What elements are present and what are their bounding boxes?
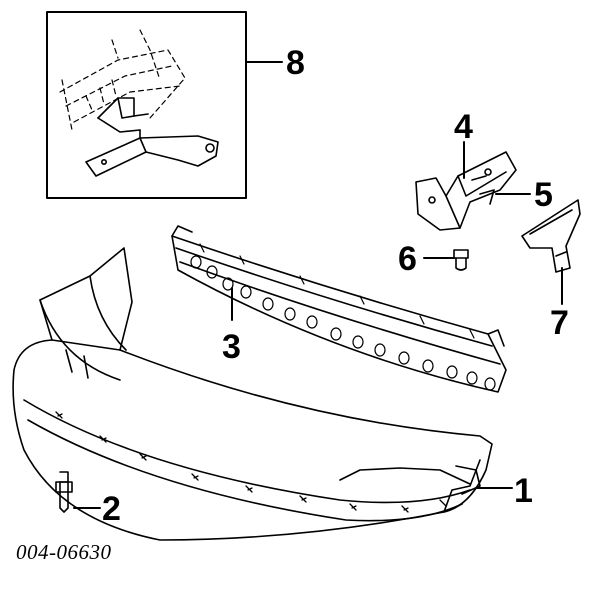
bracket-4-drawing (415, 151, 517, 231)
fastener-2-drawing (55, 471, 73, 513)
bolt-6-drawing (453, 249, 469, 271)
inset-detail-frame (46, 11, 247, 199)
callout-2: 2 (102, 490, 121, 528)
callout-5: 5 (534, 176, 553, 214)
bracket-8-drawing (85, 97, 219, 177)
bracket-7-drawing (521, 199, 581, 273)
callout-3: 3 (222, 328, 241, 366)
callout-4: 4 (454, 108, 473, 146)
callout-8: 8 (286, 44, 305, 82)
callout-7: 7 (550, 304, 569, 342)
reinforcement-beam-drawing (171, 225, 507, 393)
callout-1: 1 (514, 472, 533, 510)
callout-6: 6 (398, 240, 417, 278)
bumper-fascia-drawing (12, 247, 493, 541)
diagram-id-label: 004-06630 (16, 540, 112, 564)
